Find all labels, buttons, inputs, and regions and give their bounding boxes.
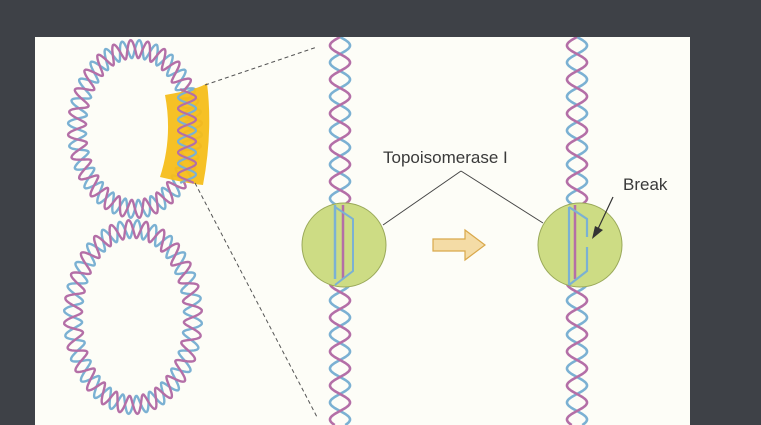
- topoisomerase-enzyme-after: [537, 202, 623, 288]
- diagram-panel: Topoisomerase I Break: [35, 37, 690, 425]
- dna-strand-blue: [565, 37, 589, 425]
- highlight-strand: [177, 88, 197, 184]
- zoom-line-bottom: [194, 182, 318, 418]
- broken-strand-lower: [568, 247, 589, 286]
- dna-strand-blue: [328, 37, 352, 425]
- topoisomerase-label: Topoisomerase I: [383, 148, 508, 167]
- dna-strand-pink: [565, 37, 589, 425]
- broken-strand-upper: [568, 206, 589, 237]
- process-arrow: [432, 228, 486, 262]
- zoom-line-top: [204, 46, 318, 86]
- loop-strand-pink: [62, 218, 204, 416]
- dna-strand-pink: [328, 37, 352, 425]
- topoisomerase-diagram: [62, 37, 623, 425]
- dna-helix-after: [565, 37, 589, 425]
- dna-helix-before: [328, 37, 352, 425]
- supercoiled-dna-loop: [62, 38, 204, 416]
- break-pointer: [596, 196, 614, 232]
- loop-strand-pink: [66, 38, 204, 220]
- label-line-left: [382, 170, 462, 226]
- break-label: Break: [623, 175, 668, 194]
- label-line-right: [460, 170, 544, 224]
- enzyme-bound-strand: [334, 206, 354, 286]
- highlighted-helix-strands: [177, 88, 197, 184]
- break-arrowhead: [592, 226, 603, 239]
- loop-strand-blue: [62, 218, 204, 416]
